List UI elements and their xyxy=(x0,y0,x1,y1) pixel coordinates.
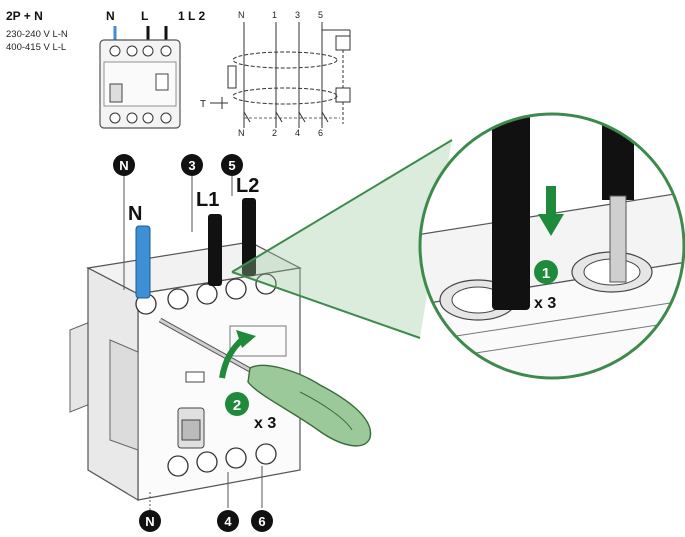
top-badge-5: 5 xyxy=(228,158,235,173)
top-badge-n: N xyxy=(119,158,128,173)
schematic-test-label: T xyxy=(200,99,206,110)
mini-label-n: N xyxy=(106,9,115,23)
schematic-top-1: 1 xyxy=(272,10,277,20)
schematic-bottom-n: N xyxy=(238,128,245,138)
detail-magnifier xyxy=(418,112,685,380)
cable-label-l1: L1 xyxy=(196,189,219,211)
step-2-multiplier: x 3 xyxy=(254,415,276,432)
top-badge-3: 3 xyxy=(188,158,195,173)
schematic-bottom-4: 4 xyxy=(295,128,300,138)
schematic-top-n: N xyxy=(238,10,245,20)
voltage-ln-label: 230-240 V L-N xyxy=(6,29,68,40)
schematic-top-3: 3 xyxy=(295,10,300,20)
mini-label-1l2: 1 L 2 xyxy=(178,9,205,23)
voltage-ll-label: 400-415 V L-L xyxy=(6,42,66,53)
step-1-marker: 1 x 3 xyxy=(534,260,558,312)
magnifier-connector xyxy=(231,139,453,339)
step-1-number: 1 xyxy=(542,265,550,282)
cables xyxy=(123,176,256,299)
schematic-bottom-2: 2 xyxy=(272,128,277,138)
mini-label-l: L xyxy=(141,9,148,23)
top-terminal-labels: N 3 5 N L1 L2 xyxy=(113,154,259,225)
schematic: N 1 3 5 N 2 4 6 T xyxy=(200,10,351,138)
step-1-multiplier: x 3 xyxy=(534,295,556,312)
step-2-number: 2 xyxy=(233,397,241,414)
mini-device: N L 1 L 2 xyxy=(99,9,205,129)
schematic-top-5: 5 xyxy=(318,10,323,20)
neutral-cable xyxy=(135,225,151,299)
bottom-badge-6: 6 xyxy=(258,514,265,529)
l1-cable xyxy=(208,214,222,286)
screwdriver xyxy=(158,317,372,447)
l2-cable xyxy=(242,198,256,276)
bottom-badge-4: 4 xyxy=(224,514,232,529)
spec-block: 2P + N 230-240 V L-N 400-415 V L-L xyxy=(6,9,68,53)
bottom-terminal-labels: N 4 6 xyxy=(139,510,273,532)
rcd-device xyxy=(69,241,302,510)
schematic-bottom-6: 6 xyxy=(318,128,323,138)
pole-config-label: 2P + N xyxy=(6,9,43,23)
detail-cable xyxy=(492,114,530,310)
step-2-marker: 2 x 3 xyxy=(225,392,276,432)
cable-label-n: N xyxy=(128,203,142,225)
bottom-badge-n: N xyxy=(145,514,154,529)
cable-label-l2: L2 xyxy=(236,175,259,197)
